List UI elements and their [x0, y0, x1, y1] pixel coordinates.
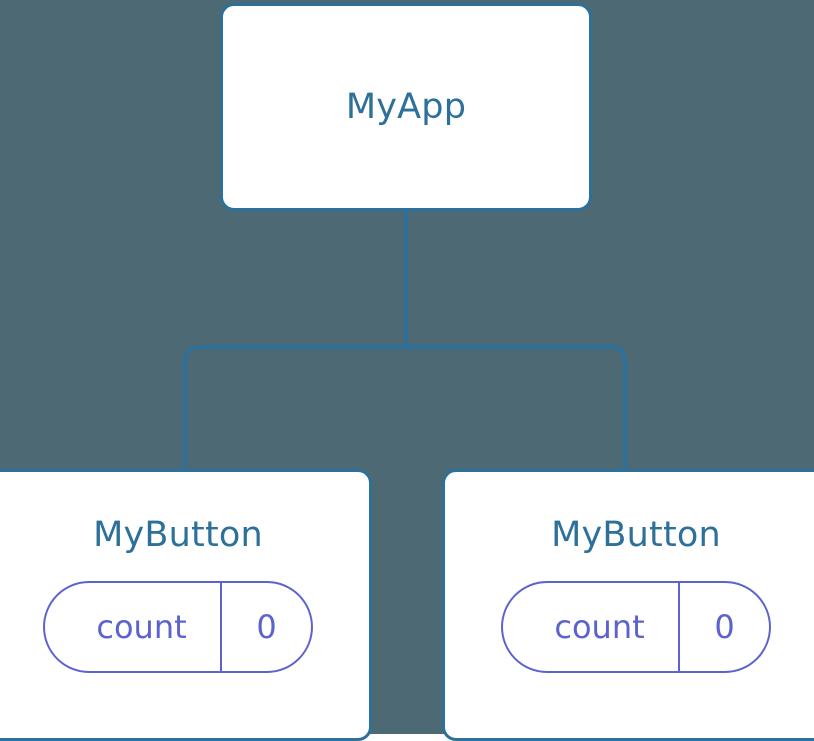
connector-to-child-1	[406, 345, 627, 470]
state-value: 0	[678, 583, 769, 671]
state-pill[interactable]: count 0	[43, 581, 313, 673]
component-node-child-0[interactable]: MyButton count 0	[0, 469, 372, 741]
component-node-label: MyButton	[551, 515, 721, 555]
state-value: 0	[220, 583, 311, 671]
state-key: count	[554, 608, 645, 646]
state-key: count	[96, 608, 187, 646]
component-node-root[interactable]: MyApp	[220, 3, 592, 211]
component-node-child-1[interactable]: MyButton count 0	[442, 469, 814, 741]
component-node-label: MyApp	[345, 86, 467, 127]
component-node-label: MyButton	[93, 515, 263, 555]
connector-to-child-0	[183, 345, 406, 470]
state-pill[interactable]: count 0	[501, 581, 771, 673]
